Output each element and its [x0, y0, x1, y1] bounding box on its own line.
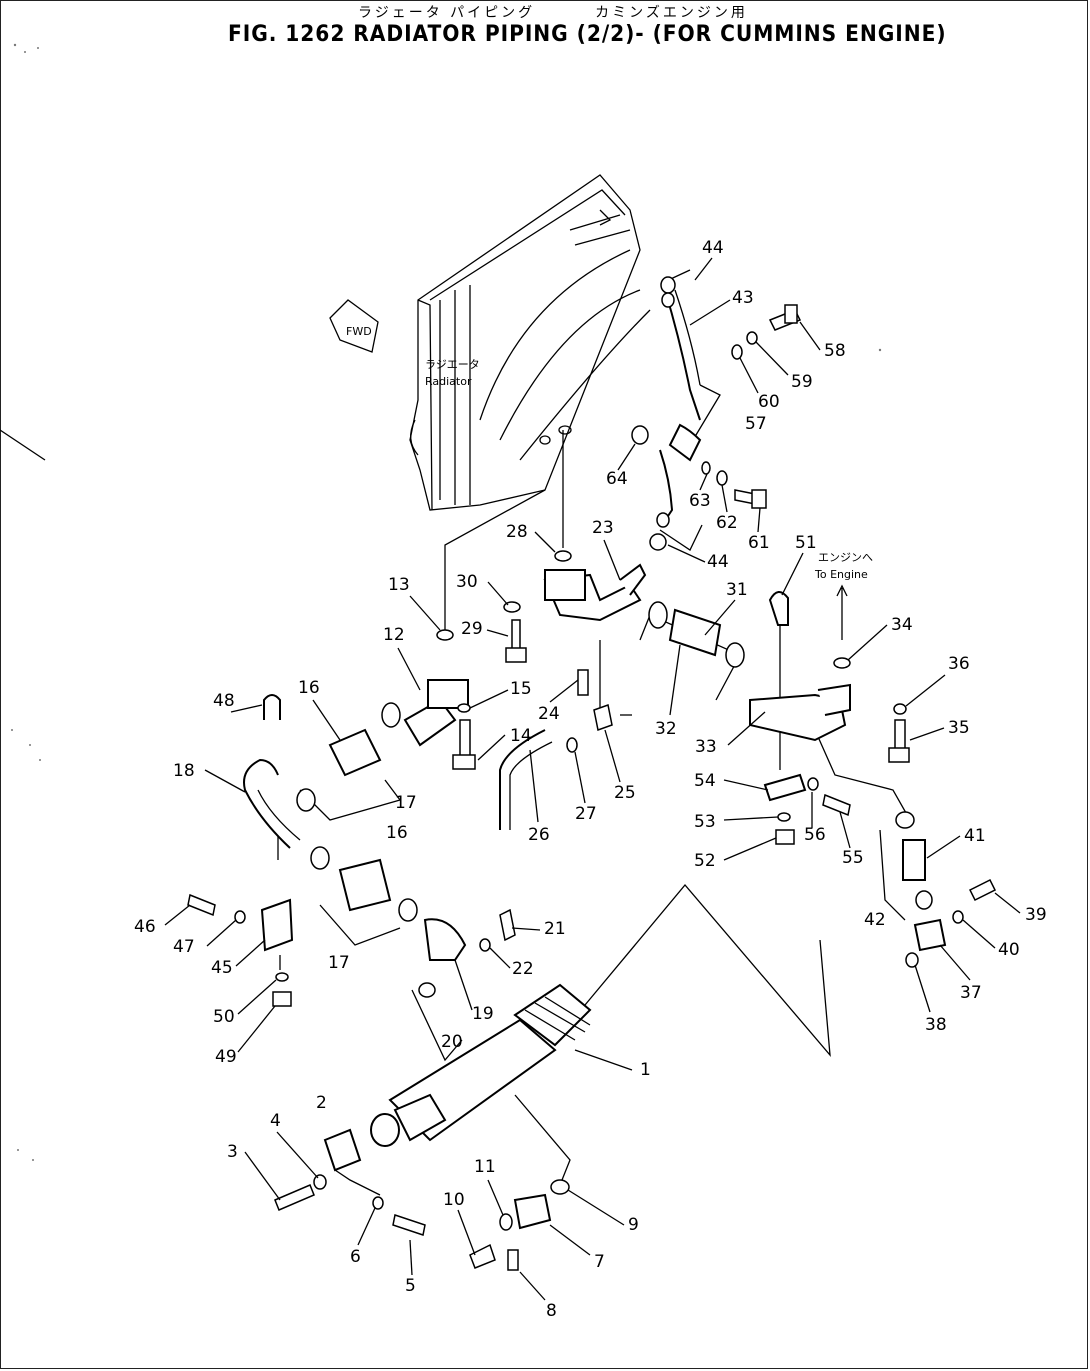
part-label-60: 60 — [758, 392, 780, 412]
part-label-7: 7 — [594, 1252, 605, 1272]
scan-specks — [11, 43, 882, 1161]
part-number-labels: 1 2 3 4 5 6 7 8 9 10 11 12 13 14 15 16 1… — [134, 238, 1047, 1321]
part-label-59: 59 — [791, 372, 813, 392]
part-label-38: 38 — [925, 1015, 947, 1035]
part-label-43: 43 — [732, 288, 754, 308]
part-label-35: 35 — [948, 718, 970, 738]
part-label-4: 4 — [270, 1111, 281, 1131]
title-jp-left: ラジェータ パイピング — [358, 5, 536, 21]
part-label-11: 11 — [474, 1157, 496, 1177]
fwd-label: FWD — [346, 325, 372, 338]
part-label-45: 45 — [211, 958, 233, 978]
leader-lines — [277, 269, 911, 1196]
part-label-12: 12 — [383, 625, 405, 645]
part-label-30: 30 — [456, 572, 478, 592]
part-label-44b: 44 — [707, 552, 729, 572]
part-label-37: 37 — [960, 983, 982, 1003]
part-label-21: 21 — [544, 919, 566, 939]
part-label-49: 49 — [215, 1047, 237, 1067]
engine-jp-label: エンジンへ — [818, 551, 873, 564]
part-label-23: 23 — [592, 518, 614, 538]
part-label-41: 41 — [964, 826, 986, 846]
part-label-46: 46 — [134, 917, 156, 937]
part-label-52: 52 — [694, 851, 716, 871]
part-label-18: 18 — [173, 761, 195, 781]
part-label-13: 13 — [388, 575, 410, 595]
part-label-9: 9 — [628, 1215, 639, 1235]
part-label-36: 36 — [948, 654, 970, 674]
part-label-20: 20 — [441, 1032, 463, 1052]
part-label-40: 40 — [998, 940, 1020, 960]
part-label-19: 19 — [472, 1004, 494, 1024]
to-engine-arrow — [836, 584, 848, 640]
part-label-17a: 17 — [395, 793, 417, 813]
part-label-31: 31 — [726, 580, 748, 600]
part-label-2: 2 — [316, 1093, 327, 1113]
part-label-48: 48 — [213, 691, 235, 711]
part-label-29: 29 — [461, 619, 483, 639]
part-label-32: 32 — [655, 719, 677, 739]
part-label-33: 33 — [695, 737, 717, 757]
part-label-22: 22 — [512, 959, 534, 979]
part-label-25: 25 — [614, 783, 636, 803]
part-label-54: 54 — [694, 771, 716, 791]
part-label-50: 50 — [213, 1007, 235, 1027]
part-label-58: 58 — [824, 341, 846, 361]
edge-mark — [0, 429, 46, 461]
title-jp-right: カミンズエンジン用 — [595, 5, 748, 21]
title-japanese: ラジェータ パイピング カミンズエンジン用 — [358, 2, 748, 22]
part-label-10: 10 — [443, 1190, 465, 1210]
part-label-27: 27 — [575, 804, 597, 824]
forward-arrow-icon: FWD — [329, 299, 379, 353]
radiator-jp-label: ラジエータ — [425, 358, 480, 371]
part-label-1: 1 — [640, 1060, 651, 1080]
part-label-15: 15 — [510, 679, 532, 699]
part-label-56: 56 — [804, 825, 826, 845]
radiator-shroud — [409, 174, 651, 511]
part-label-16b: 16 — [386, 823, 408, 843]
to-engine-label: To Engine — [814, 568, 868, 581]
part-label-6: 6 — [350, 1247, 361, 1267]
part-label-8: 8 — [546, 1301, 557, 1321]
label-leaders — [164, 257, 1021, 1301]
part-label-62: 62 — [716, 513, 738, 533]
part-label-61: 61 — [748, 533, 770, 553]
part-label-16a: 16 — [298, 678, 320, 698]
radiator-label: Radiator — [425, 375, 472, 388]
parts — [187, 276, 997, 1271]
part-label-53: 53 — [694, 812, 716, 832]
part-label-34: 34 — [891, 615, 913, 635]
part-label-24: 24 — [538, 704, 560, 724]
part-label-28: 28 — [506, 522, 528, 542]
part-label-42: 42 — [864, 910, 886, 930]
figure-title: FIG. 1262 RADIATOR PIPING (2/2)- (FOR CU… — [228, 22, 947, 47]
part-label-44a: 44 — [702, 238, 724, 258]
part-label-14: 14 — [510, 726, 532, 746]
part-label-57: 57 — [745, 414, 767, 434]
part-label-64: 64 — [606, 469, 628, 489]
part-label-17b: 17 — [328, 953, 350, 973]
part-label-39: 39 — [1025, 905, 1047, 925]
part-label-47: 47 — [173, 937, 195, 957]
part-label-3: 3 — [227, 1142, 238, 1162]
part-label-5: 5 — [405, 1276, 416, 1296]
part-label-26: 26 — [528, 825, 550, 845]
part-label-55: 55 — [842, 848, 864, 868]
part-label-63: 63 — [689, 491, 711, 511]
part-label-51: 51 — [795, 533, 817, 553]
